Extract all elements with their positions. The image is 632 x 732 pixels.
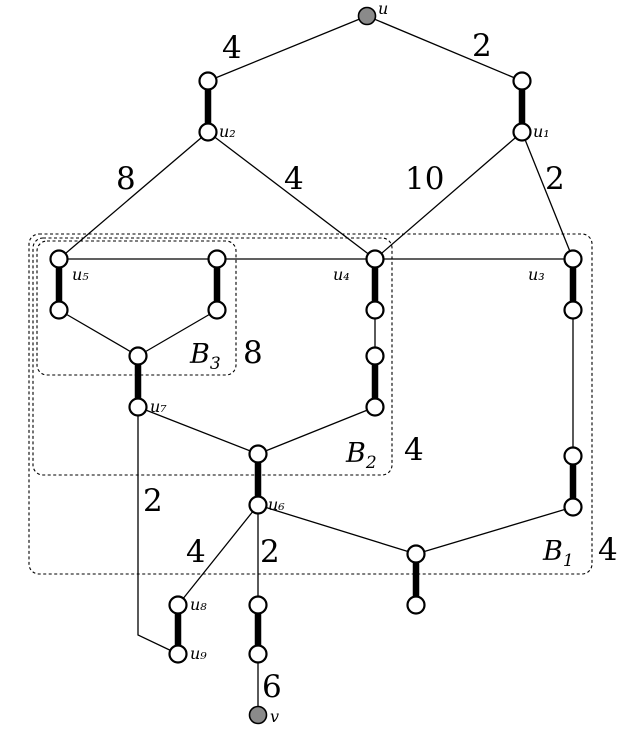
vertex-b2-right-bottom — [365, 397, 385, 417]
vertex-u7-top — [128, 346, 148, 366]
vertex-b3-right-bottom — [207, 300, 227, 320]
vertices — [49, 6, 583, 725]
vertex-b2-right-top — [365, 346, 385, 366]
vertex-u — [357, 6, 377, 26]
label-u8: u₈ — [190, 595, 207, 614]
vertex-e-top — [406, 544, 426, 564]
edge-u1-u3 — [521, 131, 574, 260]
weight-u2-u5: 8 — [116, 161, 136, 197]
vertex-u3-bottom — [563, 300, 583, 320]
edge-u5b-top7 — [58, 309, 139, 357]
vertex-u3 — [563, 249, 583, 269]
block-b2-weight: 4 — [404, 432, 424, 468]
label-u3: u₃ — [528, 265, 545, 284]
label-u: u — [378, 0, 388, 18]
block-b1-weight: 4 — [598, 532, 618, 568]
vertex-u8 — [168, 595, 188, 615]
vertex-u9 — [168, 644, 188, 664]
vertex-labels: u u₁ u₂ u₃ u₄ u₅ u₆ u₇ u₈ u₉ v — [72, 0, 550, 726]
thin-edges — [58, 15, 574, 715]
weight-u6-u8: 4 — [186, 534, 206, 570]
vertex-v — [248, 705, 268, 725]
label-u4: u₄ — [333, 265, 350, 284]
edge-u6-e — [257, 504, 417, 555]
block-b2-box — [32, 237, 393, 476]
vertex-b1-right-bottom — [563, 497, 583, 517]
vertex-u2-top — [198, 71, 218, 91]
vertex-u2 — [198, 122, 218, 142]
vertex-u6 — [248, 495, 268, 515]
edge-u-left — [207, 15, 368, 82]
edge-u1-u4 — [374, 131, 523, 260]
weight-u-left: 4 — [222, 30, 242, 66]
vertex-f-bottom — [248, 644, 268, 664]
label-u1: u₁ — [533, 122, 550, 141]
vertex-b1-right-top — [563, 446, 583, 466]
edge-u6-u8 — [177, 504, 259, 606]
vertex-b3-right-top — [207, 249, 227, 269]
vertex-u6-top — [248, 444, 268, 464]
vertex-u7 — [128, 397, 148, 417]
block-boxes — [28, 233, 593, 575]
vertex-f-top — [248, 595, 268, 615]
block-b1-label: B1 — [542, 536, 574, 571]
vertex-u5-bottom — [49, 300, 69, 320]
block-b3-label: B3 — [189, 339, 221, 374]
edge-u-right — [366, 15, 523, 82]
label-v: v — [270, 707, 279, 726]
weight-u1-u4: 10 — [405, 161, 444, 197]
edge-cb-top6 — [257, 406, 376, 455]
weight-u6-down: 2 — [260, 534, 280, 570]
vertex-u4-bottom — [365, 300, 385, 320]
weight-u-right: 2 — [472, 28, 492, 64]
weight-u2-u4: 4 — [284, 161, 304, 197]
block-b2-label: B2 — [345, 438, 377, 473]
block-labels: B3 8 B2 4 B1 4 — [189, 335, 618, 571]
edge-u7-u9 — [137, 407, 179, 655]
edge-u7-top6 — [137, 406, 259, 455]
edge-u2-u5 — [58, 131, 209, 260]
vertex-u1-top — [512, 71, 532, 91]
block-b1-box — [28, 233, 593, 575]
weight-u7-u9: 2 — [143, 483, 163, 519]
label-u7: u₇ — [150, 397, 167, 416]
edge-ab-top7 — [137, 309, 218, 357]
edge-weights: 4 2 8 4 10 2 2 4 2 6 — [116, 28, 565, 705]
vertex-e-bottom — [406, 595, 426, 615]
label-u6: u₆ — [268, 495, 285, 514]
vertex-u1 — [512, 122, 532, 142]
label-u5: u₅ — [72, 265, 89, 284]
weight-v-edge: 6 — [262, 669, 282, 705]
weight-u1-u3: 2 — [545, 161, 565, 197]
label-u9: u₉ — [190, 644, 207, 663]
thick-edges — [55, 81, 577, 654]
block-b3-weight: 8 — [243, 335, 263, 371]
edge-u2-u4 — [207, 131, 376, 260]
vertex-u4 — [365, 249, 385, 269]
label-u2: u₂ — [219, 122, 236, 141]
vertex-u5 — [49, 249, 69, 269]
edge-db-e — [415, 506, 574, 555]
